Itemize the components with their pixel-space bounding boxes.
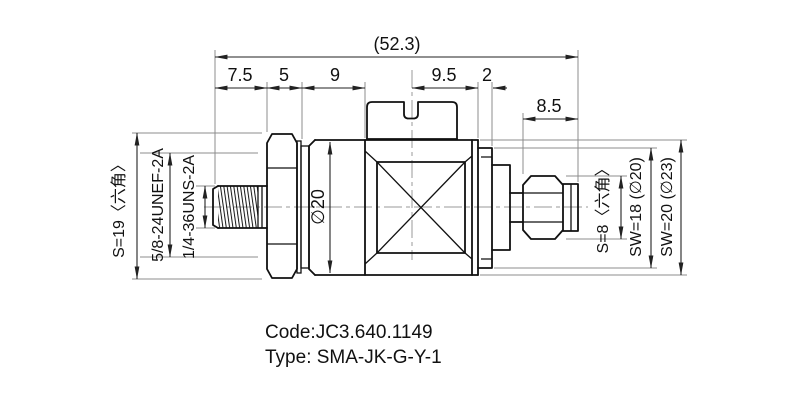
rear-disc-chamfers <box>481 156 492 260</box>
left-hex-nut <box>266 133 298 279</box>
square-face <box>376 161 466 254</box>
body-diameter-label: ∅20 <box>308 189 328 225</box>
right-hex-size-label: S=8〈六角〉 <box>594 161 612 254</box>
extension-lines <box>132 50 687 280</box>
thread-hatching <box>218 186 258 228</box>
mounting-tab <box>366 101 458 140</box>
body-left-length-label: 9 <box>330 65 340 85</box>
inner-thread-spec-label: 1/4-36UNS-2A <box>181 155 198 259</box>
dimension-labels: (52.3) 7.5 5 9 9.5 2 8.5 ∅20 S=19〈六角〉 5/… <box>110 34 676 262</box>
left-hex-facet-lines <box>267 167 297 245</box>
title-block: Code:JC3.640.1149 Type: SMA-JK-G-Y-1 <box>265 322 442 368</box>
plug-length-label: 8.5 <box>536 96 561 116</box>
outer-thread-spec-label: 5/8-24UNEF-2A <box>150 148 167 262</box>
body-right-length-label: 9.5 <box>431 65 456 85</box>
rear-neck <box>509 192 524 223</box>
rear-flange-length-label: 2 <box>482 65 492 85</box>
sma-hex-nut <box>522 175 564 240</box>
left-thread-length-label: 7.5 <box>227 65 252 85</box>
wrench-18-label: SW=18 (∅20) <box>628 157 645 257</box>
sma-hex-facet-lines <box>523 192 563 223</box>
stub-collar-lines <box>257 186 263 228</box>
centerlines <box>204 70 588 260</box>
square-cross <box>376 161 466 254</box>
left-hex-length-label: 5 <box>279 65 289 85</box>
rear-disc <box>477 147 493 269</box>
rear-step <box>491 164 511 251</box>
left-hex-size-label: S=19〈六角〉 <box>110 156 128 258</box>
dimension-lines <box>134 54 684 280</box>
body-left-face <box>308 139 316 276</box>
square-chamfers <box>364 150 473 265</box>
connector-side-view <box>212 101 579 279</box>
part-code-text: Code:JC3.640.1149 <box>265 322 433 343</box>
overall-length-label: (52.3) <box>373 34 420 54</box>
wrench-20-label: SW=20 (∅23) <box>659 157 676 257</box>
stub-tip-face <box>212 185 219 229</box>
part-type-text: Type: SMA-JK-G-Y-1 <box>265 347 442 368</box>
